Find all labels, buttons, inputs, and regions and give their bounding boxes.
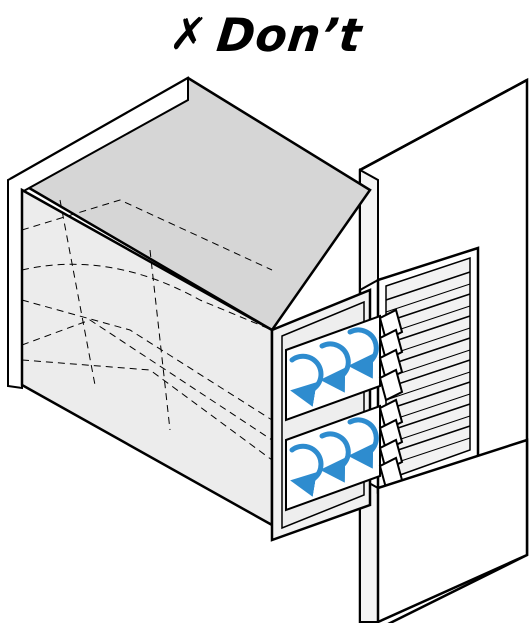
grille-slat [385,271,471,301]
wall-top-line [359,78,528,172]
grille-slat [385,293,471,323]
duct-back-flange [7,76,189,390]
grille-slat [385,381,471,411]
grille-slat [385,283,471,313]
duct-internal-lines [21,199,273,461]
wall-lower-face [376,438,529,623]
grille-slat [385,425,471,455]
recirculating-airflow-icon [289,417,379,497]
recirculating-airflow-icon [289,327,379,407]
grille-slat [385,371,471,401]
grille-slat [385,403,471,433]
louver-vanes [378,308,404,490]
grille-slat [385,315,471,345]
